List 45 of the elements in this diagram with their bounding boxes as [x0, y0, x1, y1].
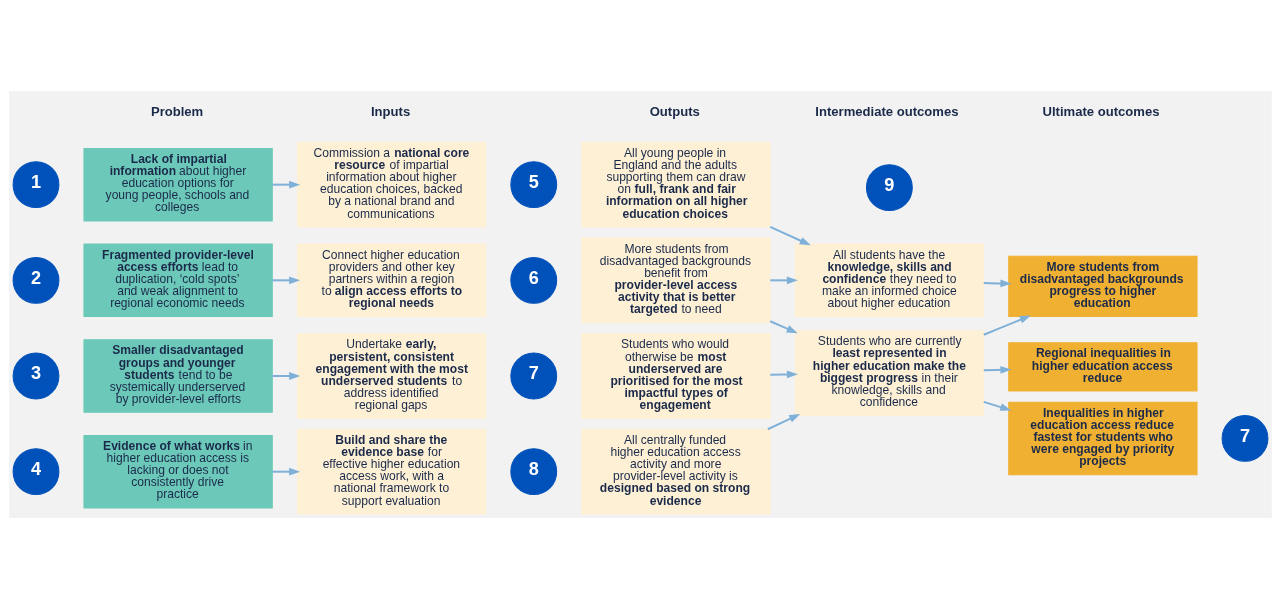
- node-circle: 8: [510, 447, 558, 495]
- arrow: [983, 314, 1031, 336]
- node-box: All students have the knowledge, skills and confidence they need to make an informed choice about higher education: [794, 243, 985, 317]
- arrow: [770, 275, 798, 284]
- arrow: [769, 225, 811, 245]
- node-box: Commission a national core resource of impartial information about higher education choices, backed by a national brand and communications: [296, 141, 487, 227]
- node-box: All centrally funded higher education access activity and more provider-level activity is designed based on strong evidence: [581, 428, 771, 514]
- arrow: [272, 371, 301, 380]
- arrow: [983, 400, 1012, 411]
- arrow: [767, 413, 801, 430]
- node-circle: 6: [510, 256, 558, 304]
- node-circle: 4: [12, 447, 60, 495]
- label: Problem: [150, 103, 204, 119]
- node-box: Lack of impartial information about higher education options for young people, schools and colleges: [83, 147, 273, 221]
- node-circle: 2: [12, 256, 60, 304]
- label: Outputs: [649, 103, 700, 119]
- node-box: Build and share the evidence base for effective higher education access work, with a national framework to support evaluation: [296, 428, 487, 514]
- node-box: Fragmented provider-level access efforts lead to duplication, ‘cold spots’ and weak alignment to regional economic needs: [83, 243, 273, 317]
- node-box: Undertake early, persistent, consistent engagement with the most underserved students to address identified regional gaps: [296, 332, 487, 419]
- node-circle: 1: [12, 160, 60, 208]
- label: Inputs: [370, 103, 411, 119]
- node-box: Connect higher education providers and other key partners within a region to align access efforts to regional needs: [296, 243, 487, 317]
- arrow: [272, 467, 301, 476]
- arrow: [983, 365, 1012, 374]
- node-box: All young people in England and the adults supporting them can draw on full, frank and fair information on all higher education choices: [581, 141, 771, 227]
- arrow: [983, 279, 1012, 287]
- label: Intermediate outcomes: [815, 103, 959, 119]
- node-box: Evidence of what works in higher education access is lacking or does not consistently drive practice: [83, 434, 273, 508]
- node-box: More students from disadvantaged backgrounds progress to higher education: [1008, 255, 1198, 317]
- node-box: Regional inequalities in higher education access reduce: [1008, 341, 1198, 392]
- arrow: [272, 180, 301, 189]
- node-circle: 5: [510, 160, 558, 208]
- node-circle: 9: [865, 163, 913, 211]
- arrow: [769, 319, 798, 333]
- node-box: Inequalities in higher education access reduce fastest for students who were engaged by priority projects: [1008, 401, 1198, 475]
- node-circle: 7: [510, 352, 558, 399]
- node-box: Students who are currently least represented in higher education make the biggest progress in their knowledge, skills and confidence: [794, 329, 985, 416]
- label: Ultimate outcomes: [1042, 103, 1160, 119]
- node-box: More students from disadvantaged backgrounds benefit from provider-level access activity that is better targeted to need: [581, 237, 771, 323]
- node-box: Smaller disadvantaged groups and younger students tend to be systemically underserved by provider-level efforts: [83, 338, 273, 413]
- arrow: [770, 370, 798, 378]
- node-circle: 7: [1221, 414, 1269, 462]
- arrow: [272, 275, 301, 284]
- node-box: Students who would otherwise be most underserved are prioritised for the most impactful types of engagement: [581, 332, 771, 419]
- node-circle: 3: [12, 352, 60, 399]
